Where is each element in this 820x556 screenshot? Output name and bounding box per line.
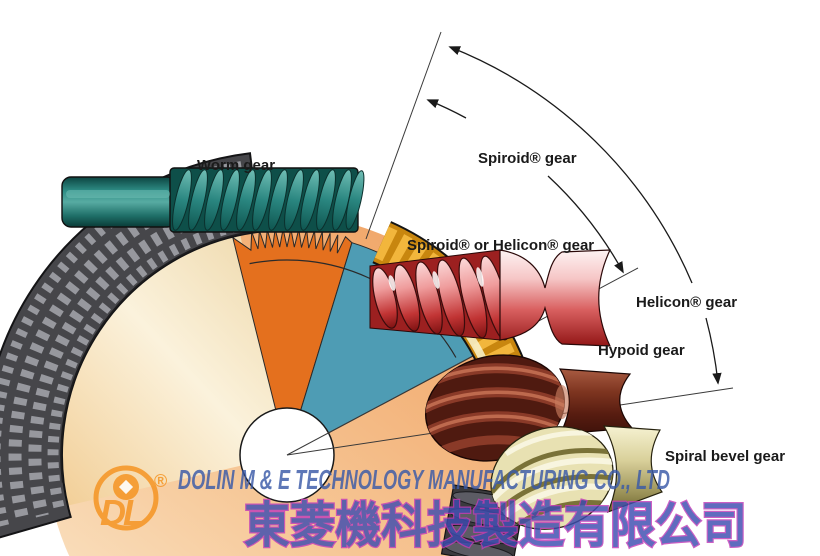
helicon-pink-gear [369, 249, 611, 347]
spiral-bevel-gear-label: Spiral bevel gear [665, 448, 785, 465]
axis-line-top [365, 31, 442, 240]
company-name-en: DOLIN M & E TECHNOLOGY MANUFACTURING CO.… [178, 464, 670, 495]
worm-gear-illustration [61, 167, 365, 233]
company-logo: DL ® [93, 465, 167, 533]
hypoid-gear-label: Hypoid gear [598, 342, 685, 359]
company-name-zh: 東菱機科技製造有限公司 [244, 499, 747, 553]
dimension-arc-spiroid [426, 99, 624, 274]
worm-gear-label: Worm gear [197, 157, 275, 174]
wheel-rim-inner-edge [60, 231, 248, 483]
logo-monogram: DL [100, 492, 143, 533]
spiroid-label-backing [470, 143, 588, 169]
hypoid-shaft [558, 368, 634, 435]
helicon-shaft-bell [499, 249, 611, 347]
registered-trademark-icon: ® [154, 471, 167, 491]
company-watermark: DL ® DOLIN M & E TECHNOLOGY MANUFACTURIN… [93, 464, 748, 554]
wheel-sector-cream [59, 232, 287, 507]
spiroid-gear-label: Spiroid® gear [478, 150, 577, 167]
helicon-label-backing [628, 287, 746, 313]
bevel-shaft [602, 425, 663, 514]
wheel-sector-orange [231, 228, 353, 457]
worm-threads [172, 169, 365, 231]
spiroid-or-helicon-gear-label: Spiroid® or Helicon® gear [407, 237, 594, 254]
dimension-arc-helicon [448, 46, 722, 385]
helicon-gear-label: Helicon® gear [636, 294, 737, 311]
